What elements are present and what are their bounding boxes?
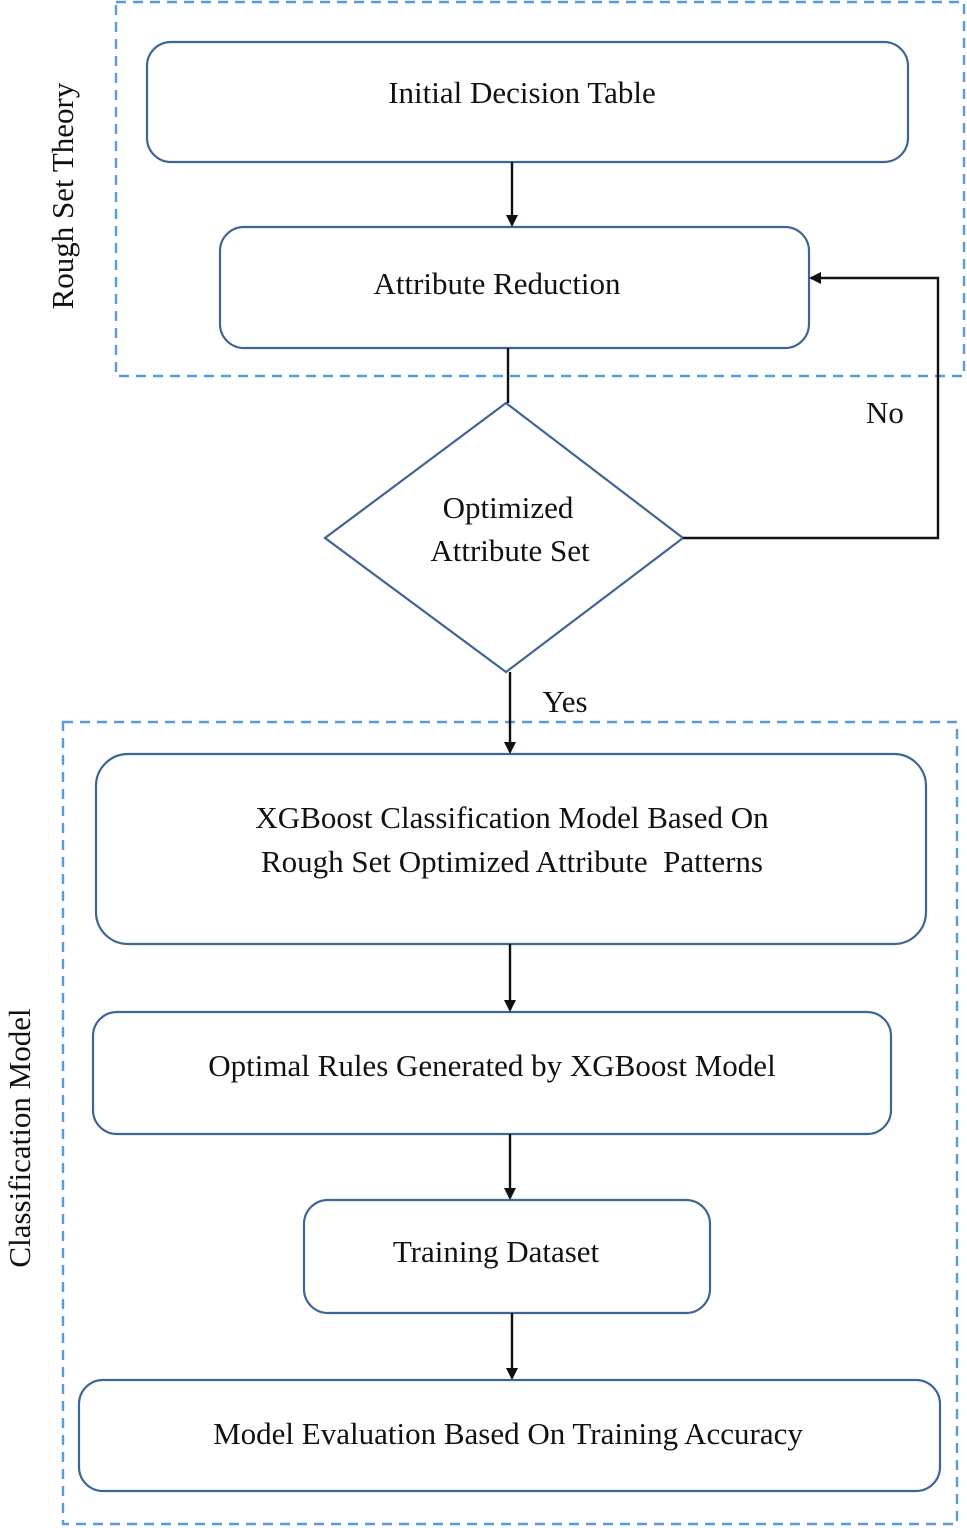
decision-label-line2: Attribute Set (430, 533, 590, 568)
edge-decision-no-loop (683, 272, 940, 540)
node-optimal-rules: Optimal Rules Generated by XGBoost Model (91, 1010, 893, 1136)
rough-set-group-label: Rough Set Theory (45, 82, 80, 309)
node-initial-decision-table-label: Initial Decision Table (388, 75, 656, 110)
node-model-evaluation: Model Evaluation Based On Training Accur… (77, 1378, 942, 1493)
node-model-evaluation-label: Model Evaluation Based On Training Accur… (213, 1416, 803, 1451)
node-optimal-rules-label: Optimal Rules Generated by XGBoost Model (208, 1048, 775, 1083)
edge-label-no: No (866, 395, 904, 430)
node-initial-decision-table: Initial Decision Table (145, 40, 910, 164)
node-optimized-attribute-set-decision: Optimized Attribute Set (323, 401, 685, 674)
node-training-dataset: Training Dataset (302, 1198, 712, 1315)
edge-label-yes: Yes (542, 684, 587, 719)
node-training-dataset-label: Training Dataset (393, 1234, 600, 1269)
xgboost-model-label-line1: XGBoost Classification Model Based On (255, 800, 769, 835)
classification-group-label: Classification Model (2, 1008, 37, 1267)
node-attribute-reduction: Attribute Reduction (218, 225, 811, 350)
node-attribute-reduction-label: Attribute Reduction (373, 266, 621, 301)
node-xgboost-classification-model: XGBoost Classification Model Based On Ro… (94, 752, 928, 946)
xgboost-model-label-line2: Rough Set Optimized Attribute Patterns (261, 844, 763, 879)
decision-label-line1: Optimized (443, 490, 574, 525)
